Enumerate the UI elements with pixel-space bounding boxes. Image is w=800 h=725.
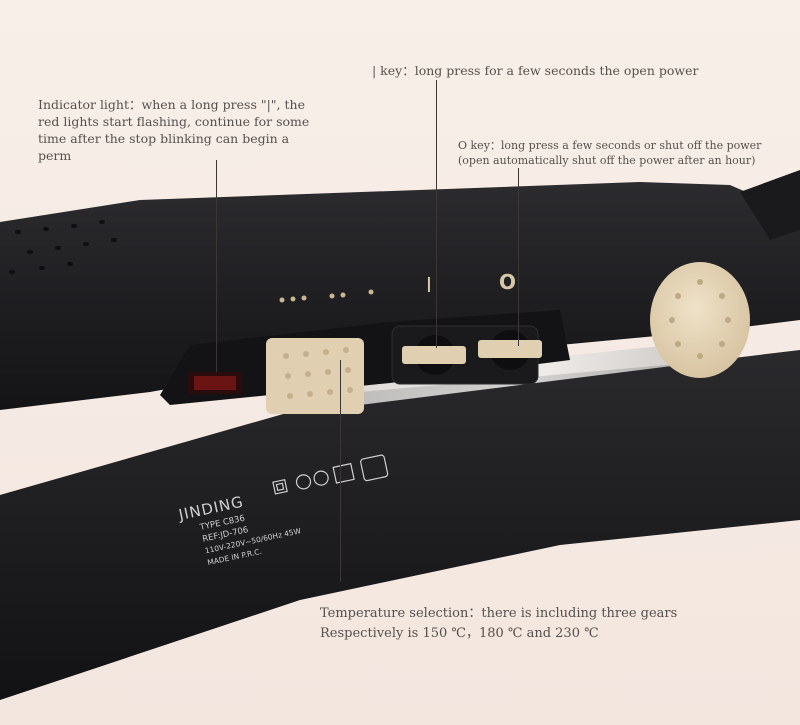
- power-key-leader-line: [436, 80, 437, 348]
- hinge-dial: [650, 262, 750, 378]
- temperature-button[interactable]: [266, 338, 364, 414]
- off-key-leader-line: [518, 168, 519, 346]
- indicator-leader-line: [216, 160, 217, 372]
- vent-holes: [9, 220, 117, 274]
- temperature-leader-line: [340, 360, 341, 582]
- power-key-annotation: | key：long press for a few seconds the o…: [372, 62, 772, 79]
- off-symbol: O: [499, 270, 516, 294]
- temperature-annotation: Temperature selection：there is including…: [320, 604, 740, 644]
- on-key-button[interactable]: [402, 346, 466, 364]
- indicator-light: [194, 376, 236, 390]
- lower-arm: [0, 350, 800, 700]
- on-symbol: I: [426, 273, 432, 297]
- indicator-line-4: perm: [38, 148, 72, 163]
- arm-edge: [740, 170, 800, 240]
- temperature-level-dots: [279, 289, 374, 303]
- temperature-line-1: Temperature selection：there is including…: [320, 606, 678, 621]
- indicator-annotation: Indicator light：when a long press "|", t…: [38, 96, 358, 164]
- certification-marks: [272, 454, 389, 495]
- indicator-line-1: Indicator light：when a long press "|", t…: [38, 97, 305, 112]
- off-key-annotation: O key：long press a few seconds or shut o…: [458, 138, 798, 168]
- off-key-line-2: (open automatically shut off the power a…: [458, 154, 756, 167]
- indicator-line-3: time after the stop blinking can begin a: [38, 131, 290, 146]
- indicator-line-2: red lights start flashing, continue for …: [38, 114, 310, 129]
- off-key-button[interactable]: [478, 340, 542, 358]
- off-key-line-1: O key：long press a few seconds or shut o…: [458, 139, 762, 152]
- power-key-text: | key：long press for a few seconds the o…: [372, 63, 699, 78]
- temperature-line-2: Respectively is 150 ℃，180 ℃ and 230 ℃: [320, 626, 599, 641]
